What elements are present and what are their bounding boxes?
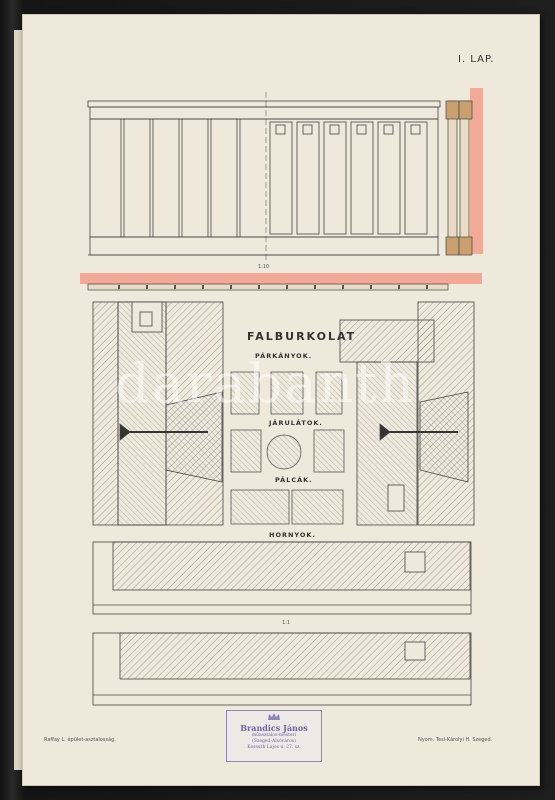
watermark: darabanth [115,352,416,415]
section-palcak: PÁLCÁK. [275,476,313,484]
footer-right: Nyom. Tesl-Károlyi H. Szeged. [418,737,493,743]
scale-top: 1:10 [258,264,270,270]
plate-title: FALBURKOLAT [247,330,357,343]
stamp-line-3: Kossuth Lajos u. 27. sz. [247,745,301,750]
crown-icon [268,713,280,720]
section-hornyok: HORNYOK. [269,531,316,539]
profile-details [230,371,345,525]
section-javulatok: JÁRULÁTOK. [269,419,323,427]
scale-bottom: 1:1 [282,620,291,626]
left-section-detail [92,301,224,526]
stamp-line-1: műasztalos-mesteri [251,733,297,738]
page-label: I. LAP. [458,54,495,65]
stamp-line-2: (Szeged-Alsóváros) [252,739,296,744]
bottom-profile-1 [92,541,472,615]
section-parkanyok: PÁRKÁNYOK. [255,352,313,360]
wainscot-elevation [87,92,441,262]
footer-left: Raffay L. épület-asztalosság. [44,737,116,743]
stamp-name: Brandics János [240,723,308,733]
plan-strip [80,273,482,291]
side-section [445,88,483,256]
bottom-profile-2 [92,632,472,706]
right-section-detail [339,301,475,526]
ownership-stamp: Brandics János műasztalos-mesteri (Szege… [226,710,322,762]
